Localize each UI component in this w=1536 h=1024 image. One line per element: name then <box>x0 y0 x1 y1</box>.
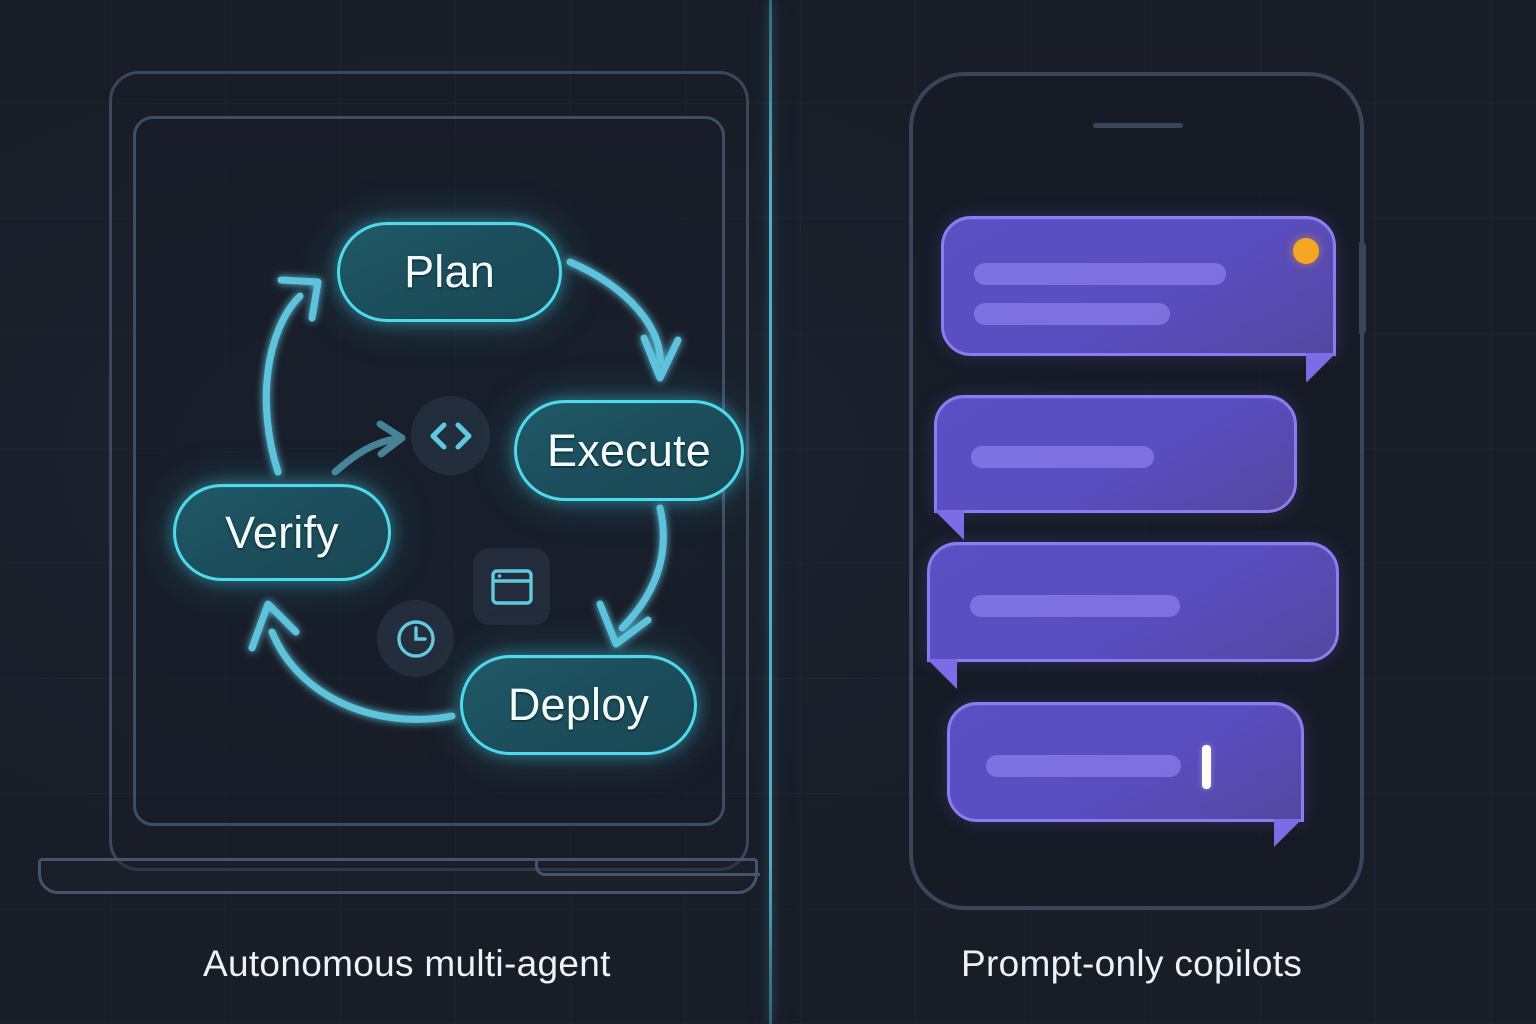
chat-bubble-1-line-2 <box>974 303 1170 325</box>
left-panel-caption: Autonomous multi-agent <box>203 943 611 984</box>
chat-bubble-2[interactable] <box>934 395 1297 513</box>
chat-bubble-1[interactable] <box>941 216 1336 356</box>
chat-bubble-3-line-1 <box>970 595 1180 617</box>
cycle-node-execute-label: Execute <box>547 424 711 476</box>
cycle-node-plan-label: Plan <box>404 246 495 297</box>
chat-bubble-4-tail <box>1274 819 1302 847</box>
arrow-verify-to-plan <box>262 292 304 476</box>
phone-side-button[interactable] <box>1359 242 1366 334</box>
cycle-node-verify-label: Verify <box>225 506 339 558</box>
chat-bubble-4-line-1 <box>986 755 1181 777</box>
laptop-base <box>38 858 758 894</box>
chat-bubble-3[interactable] <box>927 542 1339 662</box>
panel-divider <box>769 0 772 1024</box>
unread-dot-icon <box>1293 238 1319 264</box>
code-icon-glyph <box>430 422 471 449</box>
cycle-node-deploy-label: Deploy <box>507 679 650 730</box>
cycle-node-deploy[interactable]: Deploy <box>460 655 697 755</box>
chat-bubble-3-tail <box>927 659 957 689</box>
chat-bubble-4[interactable] <box>947 702 1304 822</box>
code-icon <box>411 396 490 475</box>
laptop-base-notch <box>535 858 760 876</box>
right-panel-caption: Prompt-only copilots <box>961 943 1303 984</box>
chat-bubble-2-line-1 <box>971 446 1154 468</box>
window-icon-glyph <box>490 568 533 605</box>
chat-bubble-1-line-1 <box>974 263 1226 285</box>
arrow-verify-to-code-icon <box>331 435 400 476</box>
text-caret-icon <box>1202 745 1211 789</box>
arrow-deploy-to-verify <box>268 628 456 723</box>
clock-icon-glyph <box>396 619 435 658</box>
cycle-node-plan[interactable]: Plan <box>337 222 562 322</box>
cycle-arrows <box>248 258 682 723</box>
cycle-node-verify[interactable]: Verify <box>173 484 391 581</box>
arrow-plan-to-execute <box>566 258 664 366</box>
clock-icon <box>377 600 454 677</box>
phone-speaker-grille <box>1093 123 1183 128</box>
arrow-execute-to-deploy <box>618 504 667 632</box>
chat-bubble-2-tail <box>934 510 964 540</box>
chat-bubble-1-tail <box>1306 353 1336 383</box>
window-icon <box>473 548 550 625</box>
cycle-node-execute[interactable]: Execute <box>514 400 744 501</box>
